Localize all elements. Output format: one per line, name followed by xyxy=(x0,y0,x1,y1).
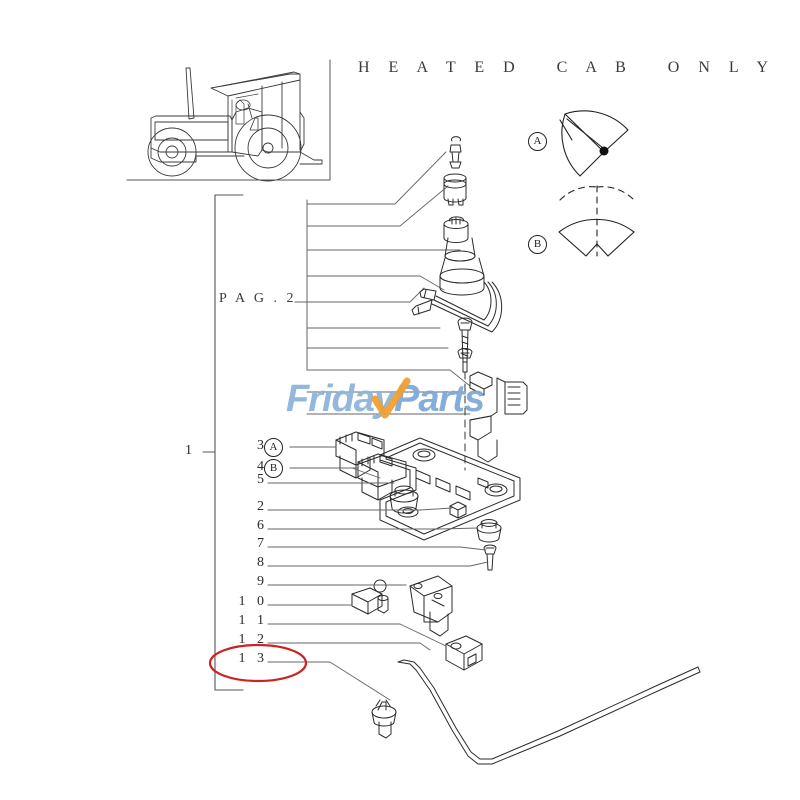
circled-label-pattern-a: A xyxy=(528,132,547,151)
reference-number: 3 xyxy=(257,438,268,453)
reference-number: 9 xyxy=(257,574,268,589)
reference-number: 7 xyxy=(257,536,268,551)
reference-number: 1 1 xyxy=(238,613,268,628)
fridayparts-watermark: FridayParts xyxy=(286,378,485,421)
wiper-pattern-b xyxy=(558,185,635,257)
connector-block xyxy=(445,635,483,671)
page-title: H E A T E D C A B O N L Y xyxy=(358,59,776,76)
mounting-bracket xyxy=(409,575,453,637)
watermark-check-icon xyxy=(371,377,411,419)
leader-lines-upper xyxy=(306,151,471,415)
reference-number: 6 xyxy=(257,518,268,533)
circled-label-pattern-b: B xyxy=(528,235,547,254)
selected-part-ellipse xyxy=(208,643,308,683)
hex-nut xyxy=(449,501,467,519)
reference-number: 2 xyxy=(257,499,268,514)
wiper-motor-nut xyxy=(449,136,462,169)
reference-number: 1 0 xyxy=(238,594,268,609)
wiper-pattern-a xyxy=(559,110,629,177)
leader-lines-switch-labels xyxy=(289,446,381,479)
switch-module-a xyxy=(335,431,385,479)
mounting-screw-short xyxy=(457,348,473,373)
mounting-screw-long xyxy=(457,317,473,363)
switch-module-b xyxy=(357,453,407,501)
group-bracket-1 xyxy=(202,194,244,691)
circled-label-b: B xyxy=(264,459,283,478)
reference-number: 5 xyxy=(257,472,268,487)
relay-block xyxy=(469,371,528,463)
small-switch-body xyxy=(351,579,389,615)
washer-hose xyxy=(397,659,701,765)
pag-reference-label: P A G . 2 xyxy=(219,291,297,306)
reference-number: 1 3 xyxy=(238,651,268,666)
circled-label-a: A xyxy=(264,438,283,457)
tractor-illustration xyxy=(126,67,331,182)
group-bracket-label: 1 xyxy=(185,443,196,458)
washer-pump xyxy=(371,699,397,739)
wiper-wiring-harness xyxy=(411,281,503,333)
reference-number: 4 xyxy=(257,459,268,474)
wiper-motor-assembly xyxy=(439,216,485,296)
console-panel-frame xyxy=(379,437,521,541)
rubber-grommet-large xyxy=(389,485,419,514)
panel-screw xyxy=(483,544,497,571)
pag2-bracket xyxy=(294,199,308,371)
wiper-motor-spacer xyxy=(443,173,467,206)
rubber-grommet-small xyxy=(476,519,502,543)
reference-number: 8 xyxy=(257,555,268,570)
watermark-text-parts: Parts xyxy=(394,378,485,420)
reference-number: 1 2 xyxy=(238,632,268,647)
